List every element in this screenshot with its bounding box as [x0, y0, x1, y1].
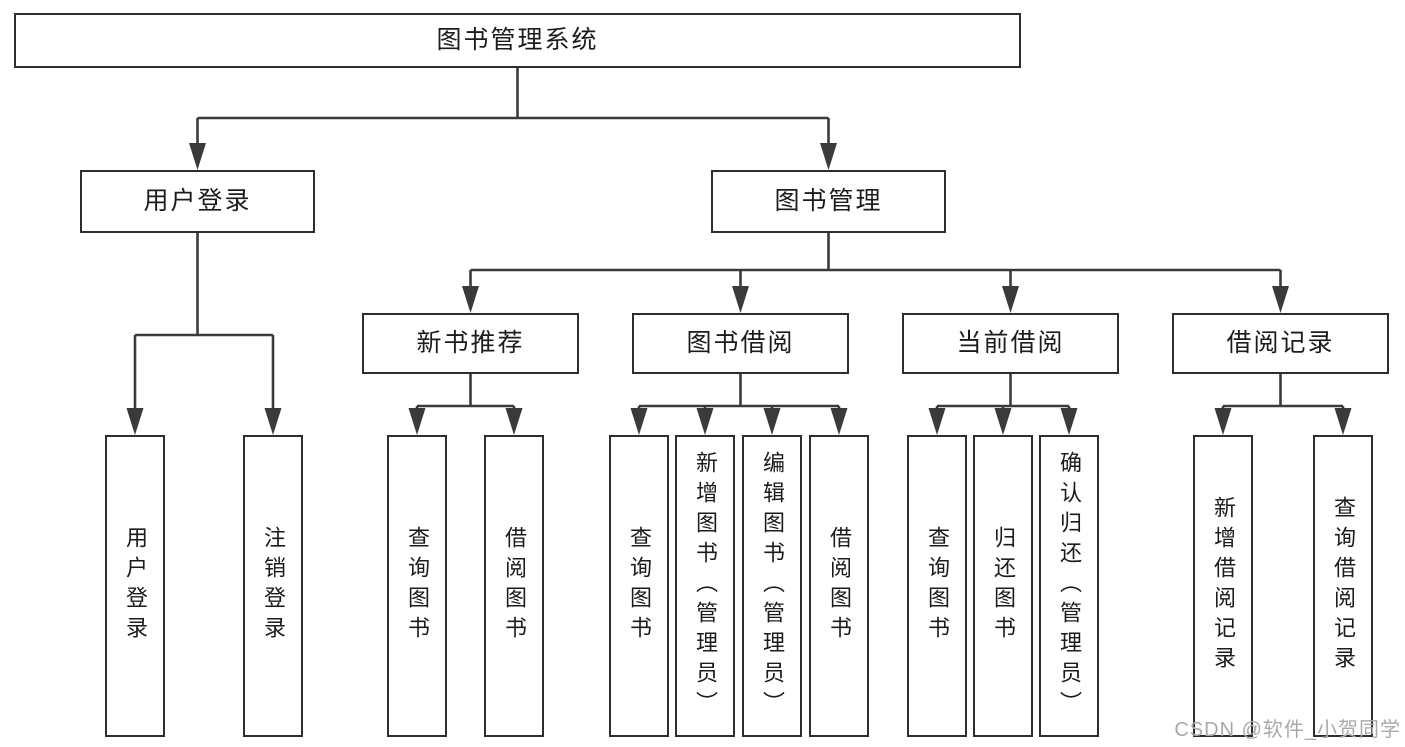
- node-borrow-records-label: 借阅记录: [1226, 329, 1335, 357]
- leaf-borrow-query-books-label: 查询图书: [627, 526, 652, 646]
- leaf-borrow-query-books: 查询图书: [609, 435, 669, 737]
- node-book-borrow: 图书借阅: [632, 313, 849, 374]
- node-root-label: 图书管理系统: [436, 26, 599, 54]
- node-book-management-label: 图书管理: [774, 187, 883, 215]
- leaf-user-login-label: 用户登录: [123, 526, 148, 646]
- leaf-current-confirm-return-admin: 确认归还（管理员）: [1039, 435, 1099, 737]
- leaf-user-login: 用户登录: [105, 435, 165, 737]
- leaf-logout-label: 注销登录: [261, 526, 286, 646]
- node-user-login-label: 用户登录: [143, 187, 252, 215]
- leaf-newbook-query-books: 查询图书: [387, 435, 447, 737]
- node-book-borrow-label: 图书借阅: [686, 329, 795, 357]
- leaf-borrow-edit-books-admin: 编辑图书（管理员）: [742, 435, 802, 737]
- node-book-management: 图书管理: [711, 170, 946, 233]
- leaf-newbook-borrow-books-label: 借阅图书: [502, 526, 527, 646]
- connector-root-to-level2: [189, 68, 837, 170]
- leaf-current-return-books-label: 归还图书: [991, 526, 1016, 646]
- watermark: CSDN @软件_小贺同学: [1174, 719, 1401, 741]
- node-new-book-recommend-label: 新书推荐: [416, 329, 525, 357]
- node-borrow-records: 借阅记录: [1172, 313, 1389, 374]
- node-new-book-recommend: 新书推荐: [362, 313, 579, 374]
- leaf-current-query-books: 查询图书: [907, 435, 967, 737]
- node-root: 图书管理系统: [14, 13, 1021, 68]
- node-user-login: 用户登录: [80, 170, 315, 233]
- connector-book-management-children: [462, 233, 1289, 313]
- connector-current-borrow-children: [928, 374, 1078, 435]
- leaf-current-query-books-label: 查询图书: [925, 526, 950, 646]
- leaf-current-confirm-return-admin-label: 确认归还（管理员）: [1057, 451, 1082, 721]
- node-current-borrow: 当前借阅: [902, 313, 1119, 374]
- connector-book-borrow-children: [630, 374, 848, 435]
- leaf-borrow-add-books-admin: 新增图书（管理员）: [675, 435, 735, 737]
- leaf-borrow-borrow-books: 借阅图书: [809, 435, 869, 737]
- leaf-newbook-query-books-label: 查询图书: [405, 526, 430, 646]
- leaf-newbook-borrow-books: 借阅图书: [484, 435, 544, 737]
- leaf-current-return-books: 归还图书: [973, 435, 1033, 737]
- leaf-records-add-record: 新增借阅记录: [1193, 435, 1253, 737]
- leaf-borrow-add-books-admin-label: 新增图书（管理员）: [693, 451, 718, 721]
- leaf-records-query-record: 查询借阅记录: [1313, 435, 1373, 737]
- leaf-logout: 注销登录: [243, 435, 303, 737]
- connector-borrow-records-children: [1214, 374, 1352, 435]
- connector-new-book-children: [408, 374, 523, 435]
- leaf-records-add-record-label: 新增借阅记录: [1211, 496, 1236, 676]
- leaf-borrow-edit-books-admin-label: 编辑图书（管理员）: [760, 451, 785, 721]
- leaf-records-query-record-label: 查询借阅记录: [1331, 496, 1356, 676]
- connector-user-login-children: [126, 233, 282, 435]
- node-current-borrow-label: 当前借阅: [956, 329, 1065, 357]
- leaf-borrow-borrow-books-label: 借阅图书: [827, 526, 852, 646]
